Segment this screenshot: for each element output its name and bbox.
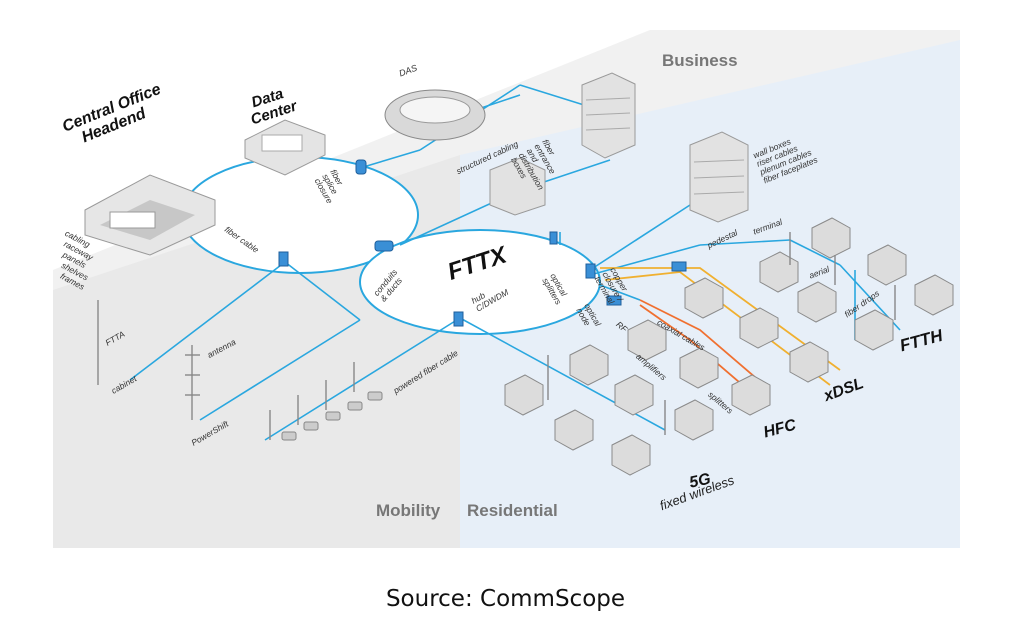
office-tower <box>581 72 636 159</box>
car <box>367 391 383 401</box>
house <box>674 399 714 441</box>
closures <box>278 159 687 327</box>
hub-box <box>453 311 464 327</box>
car <box>347 401 363 411</box>
fttx-closure <box>374 240 394 252</box>
house <box>914 274 954 316</box>
houses <box>504 217 954 476</box>
optical-node-box <box>606 295 622 306</box>
car <box>303 421 319 431</box>
house <box>611 434 651 476</box>
house <box>614 374 654 416</box>
fttx-ring <box>359 229 601 335</box>
zone-business-label: Business <box>662 51 738 70</box>
house <box>504 374 544 416</box>
zone-mobility-label: Mobility <box>376 501 441 520</box>
source-caption: Source: CommScope <box>385 586 626 612</box>
cabinet-box <box>278 251 289 267</box>
campus-building <box>489 157 546 216</box>
house <box>759 251 799 293</box>
apartment-building <box>689 131 749 223</box>
house <box>679 347 719 389</box>
house <box>867 244 907 286</box>
house <box>739 307 779 349</box>
das-stadium <box>384 89 486 141</box>
car <box>281 431 297 441</box>
house <box>731 374 771 416</box>
house <box>554 409 594 451</box>
optical-splitter-box <box>585 263 596 279</box>
house <box>627 319 667 361</box>
pedestal-box <box>549 231 558 245</box>
cars <box>281 391 383 441</box>
car <box>325 411 341 421</box>
house <box>684 277 724 319</box>
house <box>569 344 609 386</box>
splice-closure <box>355 159 367 175</box>
copper-lines <box>600 267 841 401</box>
copper-closure-box <box>671 261 687 272</box>
house <box>797 281 837 323</box>
house <box>811 217 851 259</box>
central-office-building <box>84 174 216 256</box>
house <box>854 309 894 351</box>
house <box>789 341 829 383</box>
mobility-equipment <box>97 232 896 440</box>
data-center-building <box>244 119 326 176</box>
zone-residential-label: Residential <box>467 501 558 520</box>
